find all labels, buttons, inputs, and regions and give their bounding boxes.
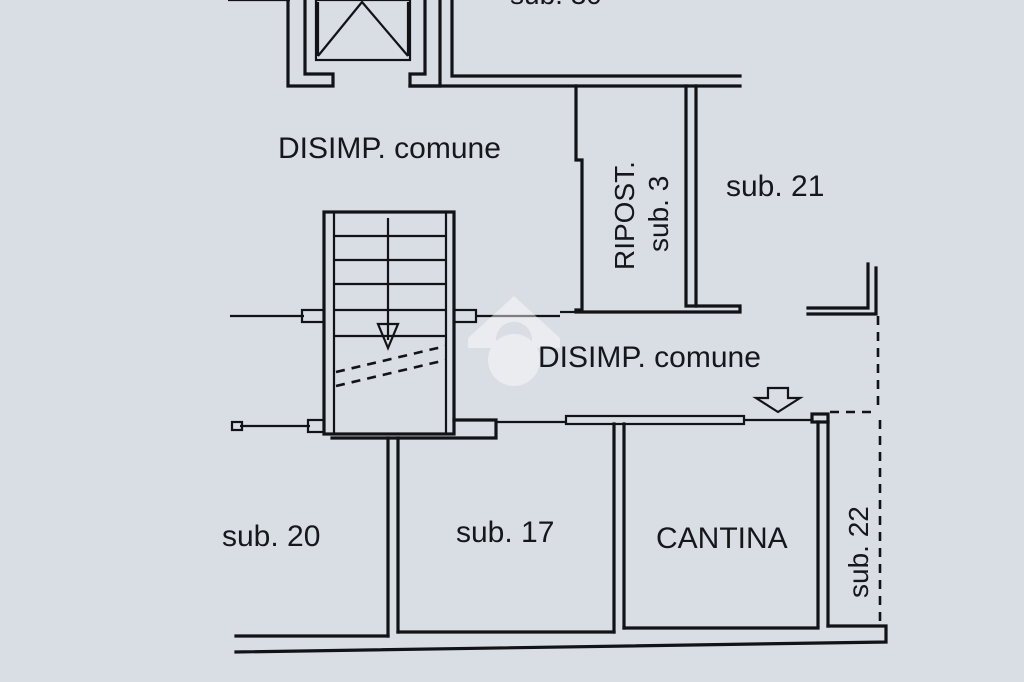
down-arrow-icon: [376, 322, 400, 351]
label-cantina: CANTINA: [656, 522, 788, 555]
entrance-arrow-icon: [752, 386, 804, 414]
label-ripost: RIPOST.: [609, 161, 640, 270]
label-ripost-sub-3: sub. 3: [643, 176, 674, 252]
label-sub-17: sub. 17: [456, 516, 554, 549]
right-corner-walls: [806, 262, 878, 316]
label-disimp-comune-lower: DISIMP. comune: [538, 341, 761, 374]
lift-shaft: [286, 0, 442, 88]
left-walls: [230, 308, 560, 434]
label-sub-22: sub. 22: [843, 506, 874, 598]
ripost-room-walls: [560, 84, 742, 314]
label-disimp-comune-upper: DISIMP. comune: [278, 132, 501, 165]
label-sub-20: sub. 20: [222, 520, 320, 553]
lower-corridor-walls: [330, 316, 882, 628]
cellar-walls: [234, 420, 888, 654]
label-sub-30: sub. 30: [510, 0, 602, 10]
house-logo-icon: [468, 296, 560, 386]
staircase: [322, 210, 456, 436]
label-sub-21: sub. 21: [726, 170, 824, 203]
